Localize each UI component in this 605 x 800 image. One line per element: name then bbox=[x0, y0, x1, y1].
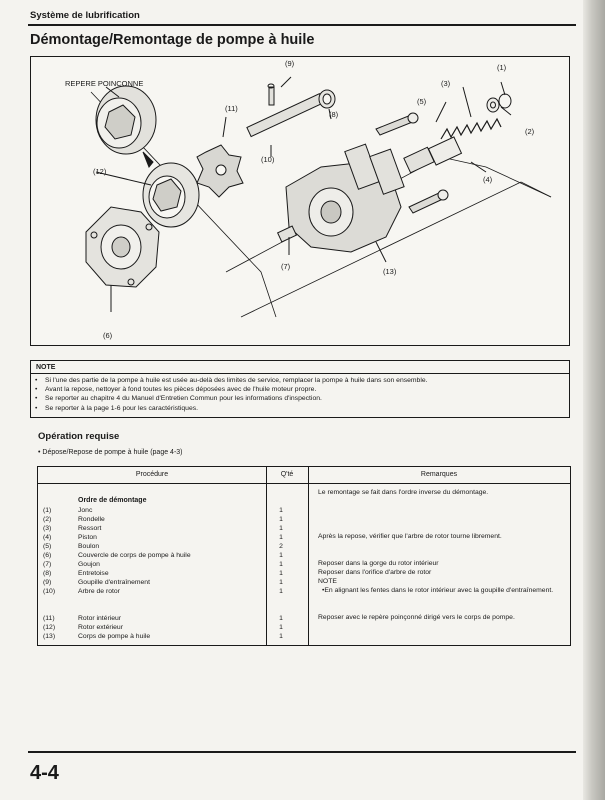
row-number: (8) bbox=[43, 570, 52, 577]
qty-cell: 1 bbox=[279, 570, 283, 577]
top-rule bbox=[28, 24, 576, 26]
bottom-rule bbox=[28, 751, 576, 753]
row-label: Arbre de rotor bbox=[78, 588, 120, 595]
row-number: (2) bbox=[43, 516, 52, 523]
table-row: (11) Rotor intérieur bbox=[38, 614, 268, 623]
row-number: (12) bbox=[43, 624, 56, 631]
row-label: Corps de pompe à huile bbox=[78, 633, 151, 640]
row-number: (4) bbox=[43, 534, 52, 541]
note-item: Se reporter au chapitre 4 du Manuel d'En… bbox=[35, 394, 428, 403]
table-row: (10) Arbre de rotor bbox=[38, 587, 268, 596]
row-number: (5) bbox=[43, 543, 52, 550]
note-title: NOTE bbox=[36, 364, 56, 371]
row-label: Piston bbox=[78, 534, 97, 541]
note-item: Avant la repose, nettoyer à fond toutes … bbox=[35, 385, 428, 394]
section-title: Système de lubrification bbox=[30, 10, 140, 21]
callout-11: (11) bbox=[225, 104, 238, 113]
callout-13: (13) bbox=[383, 267, 397, 276]
row-number: (3) bbox=[43, 525, 52, 532]
table-row: (3) Ressort bbox=[38, 524, 268, 533]
callout-3: (3) bbox=[441, 79, 451, 88]
oil-pump-drawing bbox=[85, 76, 552, 318]
qty-cell: 1 bbox=[279, 561, 283, 568]
table-row: (9) Goupille d'entraînement bbox=[38, 578, 268, 587]
callout-12: (12) bbox=[93, 167, 107, 176]
callout-1: (1) bbox=[497, 63, 507, 72]
callout-10: (10) bbox=[261, 155, 275, 164]
row-label: Rotor extérieur bbox=[78, 624, 123, 631]
qty-cell: 1 bbox=[279, 588, 283, 595]
column-divider bbox=[266, 467, 267, 645]
callout-5: (5) bbox=[417, 97, 427, 106]
remark-drive-pin-text: En alignant les fentes dans le rotor int… bbox=[322, 587, 553, 594]
remark-note-label: NOTE bbox=[318, 578, 337, 585]
callout-4: (4) bbox=[483, 175, 493, 184]
table-row: (2) Rondelle bbox=[38, 515, 268, 524]
row-label: Goujon bbox=[78, 561, 100, 568]
qty-cell: 1 bbox=[279, 615, 283, 622]
operation-reference: Dépose/Repose de pompe à huile (page 4-3… bbox=[38, 449, 182, 456]
remark-spacer: Reposer dans l'orifice d'arbre de rotor bbox=[318, 569, 432, 576]
header-qty: Q'té bbox=[266, 467, 308, 484]
remark-rotor-shaft: Après la repose, vérifier que l'arbre de… bbox=[318, 533, 502, 540]
qty-cell: 1 bbox=[279, 624, 283, 631]
header-procedure: Procédure bbox=[38, 467, 266, 484]
row-label: Goupille d'entraînement bbox=[78, 579, 150, 586]
row-label: Entretoise bbox=[78, 570, 109, 577]
row-number: (10) bbox=[43, 588, 56, 595]
qty-cell: 1 bbox=[279, 534, 283, 541]
page-edge-shadow bbox=[583, 0, 605, 800]
qty-cell: 1 bbox=[279, 633, 283, 640]
remark-punch-mark: Reposer avec le repère poinçonné dirigé … bbox=[318, 614, 515, 621]
remark-reassembly: Le remontage se fait dans l'ordre invers… bbox=[318, 489, 489, 496]
table-row: (7) Goujon bbox=[38, 560, 268, 569]
column-divider bbox=[308, 467, 309, 645]
row-label: Couvercle de corps de pompe à huile bbox=[78, 552, 191, 559]
row-number: (9) bbox=[43, 579, 52, 586]
qty-cell: 1 bbox=[279, 579, 283, 586]
row-label: Boulon bbox=[78, 543, 100, 550]
qty-cell: 1 bbox=[279, 516, 283, 523]
note-box: NOTE Si l'une des partie de la pompe à h… bbox=[30, 360, 570, 418]
note-item: Si l'une des partie de la pompe à huile … bbox=[35, 376, 428, 385]
qty-cell: 1 bbox=[279, 525, 283, 532]
table-row: (13) Corps de pompe à huile bbox=[38, 632, 268, 641]
group-heading: Ordre de démontage bbox=[78, 497, 147, 504]
note-divider bbox=[31, 373, 569, 374]
row-number: (11) bbox=[43, 615, 55, 622]
remark-drive-pin: En alignant les fentes dans le rotor int… bbox=[318, 587, 567, 596]
table-row: (6) Couvercle de corps de pompe à huile bbox=[38, 551, 268, 560]
row-label: Ressort bbox=[78, 525, 102, 532]
callout-7: (7) bbox=[281, 262, 291, 271]
row-label: Rotor intérieur bbox=[78, 615, 122, 622]
row-label: Rondelle bbox=[78, 516, 105, 523]
table-row: (12) Rotor extérieur bbox=[38, 623, 268, 632]
remark-dowel: Reposer dans la gorge du rotor intérieur bbox=[318, 560, 439, 567]
table-row: (8) Entretoise bbox=[38, 569, 268, 578]
callout-9: (9) bbox=[285, 59, 295, 68]
row-number: (6) bbox=[43, 552, 52, 559]
callout-8: (8) bbox=[329, 110, 339, 119]
table-row: (4) Piston bbox=[38, 533, 268, 542]
note-list: Si l'une des partie de la pompe à huile … bbox=[35, 376, 428, 413]
exploded-view-figure: REPERE POINCONNE (11) (12) (6) (9) (8) (… bbox=[30, 56, 570, 346]
table-row: (1) Jonc bbox=[38, 506, 268, 515]
page-title: Démontage/Remontage de pompe à huile bbox=[30, 32, 315, 48]
callout-6: (6) bbox=[103, 331, 113, 340]
procedure-table: Procédure Q'té Remarques Ordre de démont… bbox=[37, 466, 571, 646]
operation-title: Opération requise bbox=[38, 431, 120, 442]
row-label: Jonc bbox=[78, 507, 93, 514]
note-item: Se reporter à la page 1-6 pour les carac… bbox=[35, 404, 428, 413]
table-row: (5) Boulon bbox=[38, 542, 268, 551]
qty-cell: 1 bbox=[279, 507, 283, 514]
qty-cell: 1 bbox=[279, 552, 283, 559]
page-number: 4-4 bbox=[30, 762, 59, 784]
callout-2: (2) bbox=[525, 127, 535, 136]
callout-repere-poinconne: REPERE POINCONNE bbox=[65, 79, 144, 88]
qty-cell: 2 bbox=[279, 543, 283, 550]
header-remarks: Remarques bbox=[308, 467, 570, 484]
row-number: (1) bbox=[43, 507, 52, 514]
row-number: (7) bbox=[43, 561, 52, 568]
row-number: (13) bbox=[43, 633, 56, 640]
